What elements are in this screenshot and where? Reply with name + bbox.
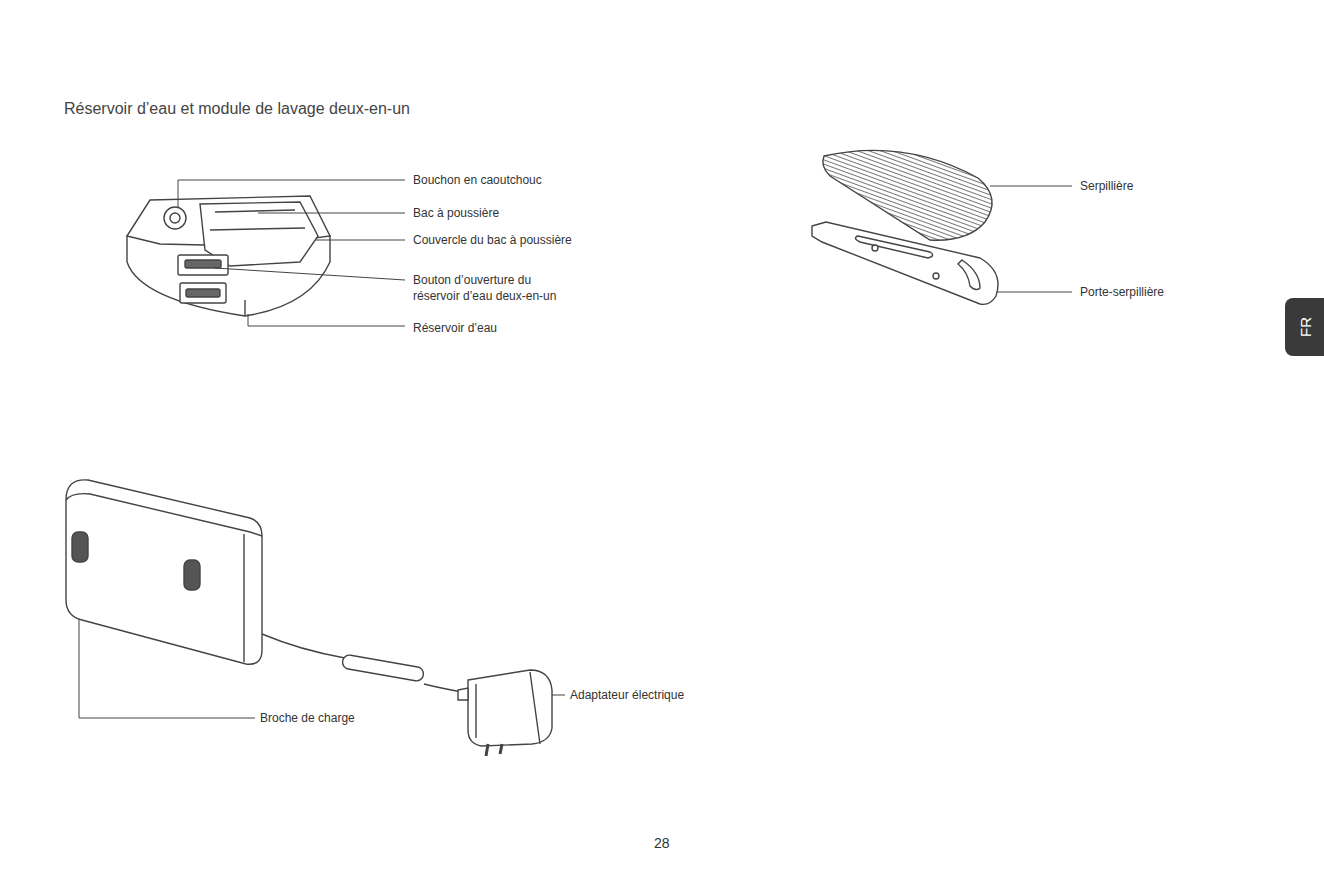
- leader-line: [215, 268, 405, 280]
- holder-slot: [855, 236, 932, 258]
- mop-holder: [812, 222, 998, 304]
- tank-edge: [244, 300, 245, 316]
- leader-line: [258, 213, 405, 214]
- tank-front-grip: [186, 289, 220, 297]
- release-button-grip: [185, 260, 221, 268]
- adapter-neck: [458, 688, 468, 700]
- page-number: 28: [654, 835, 670, 851]
- holder-hole: [933, 273, 939, 279]
- dock-side-edge: [243, 534, 244, 662]
- cable: [262, 634, 345, 658]
- part-label: Couvercle du bac à poussière: [413, 232, 572, 248]
- mop-drawing: [812, 150, 998, 304]
- water-tank-drawing: [127, 196, 330, 316]
- part-label: Serpillière: [1080, 178, 1133, 194]
- dock-top-edge: [66, 494, 262, 536]
- leader-line: [178, 180, 405, 208]
- leader-line: [248, 314, 405, 326]
- part-label: Bouchon en caoutchouc: [413, 172, 542, 188]
- leader-line: [985, 292, 1072, 293]
- charging-pin: [184, 560, 200, 590]
- dock-body: [66, 480, 262, 664]
- part-label: Bouton d’ouverture du réservoir d’eau de…: [413, 272, 573, 304]
- part-label: Porte-serpillière: [1080, 284, 1164, 300]
- plug-prong: [486, 744, 502, 756]
- rubber-plug: [164, 207, 186, 229]
- release-button: [178, 255, 228, 275]
- part-label: Réservoir d’eau: [413, 320, 497, 336]
- holder-slot: [958, 260, 980, 290]
- tank-front-slot: [180, 283, 226, 303]
- cable-sleeve: [341, 654, 424, 682]
- leader-line: [315, 240, 405, 241]
- part-label: Adaptateur électrique: [570, 687, 684, 703]
- dock-drawing: [66, 480, 552, 756]
- language-tab: FR: [1285, 298, 1324, 356]
- leader-line: [990, 186, 1072, 187]
- rubber-plug-inner: [170, 213, 180, 223]
- part-label: Broche de charge: [260, 710, 355, 726]
- part-label: Bac à poussière: [413, 205, 499, 221]
- section-title: Réservoir d’eau et module de lavage deux…: [64, 99, 410, 119]
- tab-text: FR: [1296, 317, 1313, 337]
- power-adapter: [468, 670, 552, 746]
- adapter-edge: [476, 672, 540, 744]
- holder-hole: [872, 245, 878, 251]
- cable: [424, 684, 462, 692]
- charging-pin: [72, 532, 88, 562]
